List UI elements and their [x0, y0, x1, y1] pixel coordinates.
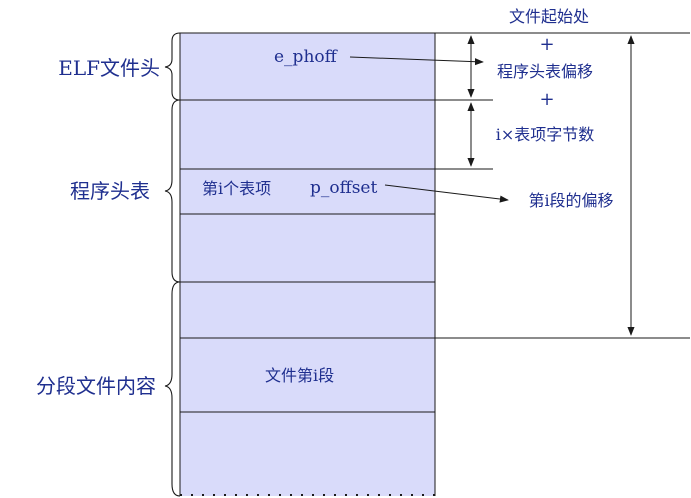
ph-table-offset-label: 程序头表偏移 — [497, 62, 593, 81]
elf-header-brace — [164, 32, 181, 101]
segment-i-block — [179, 337, 436, 413]
segment-offset-label: 第i段的偏移 — [528, 191, 613, 210]
elf-header-block — [179, 32, 436, 101]
plus-sign-1: + — [539, 34, 554, 55]
program-header-entry-i-block — [179, 168, 436, 215]
i-times-entry-size-label: i×表项字节数 — [496, 125, 595, 144]
program-header-table-label: 程序头表 — [70, 179, 150, 203]
plus-sign-2: + — [539, 89, 554, 110]
segment-block-3 — [180, 412, 435, 496]
segment-contents-label: 分段文件内容 — [36, 374, 156, 398]
segment-contents-brace — [164, 281, 181, 497]
file-start-label: 文件起始处 — [509, 7, 589, 26]
program-header-block-3 — [179, 213, 436, 283]
p-offset-label: p_offset — [310, 178, 377, 198]
ith-entry-label: 第i个表项 — [202, 179, 271, 198]
elf-header-label: ELF文件头 — [58, 56, 160, 80]
program-header-block-1 — [179, 99, 436, 170]
e-phoff-label: e_phoff — [274, 47, 339, 67]
p-offset-pointer-arrow — [384, 184, 509, 203]
segment-block-1 — [179, 281, 436, 339]
ith-segment-label: 文件第i段 — [265, 366, 334, 385]
e-phoff-pointer-arrow — [349, 56, 484, 66]
program-header-table-brace — [164, 99, 181, 283]
